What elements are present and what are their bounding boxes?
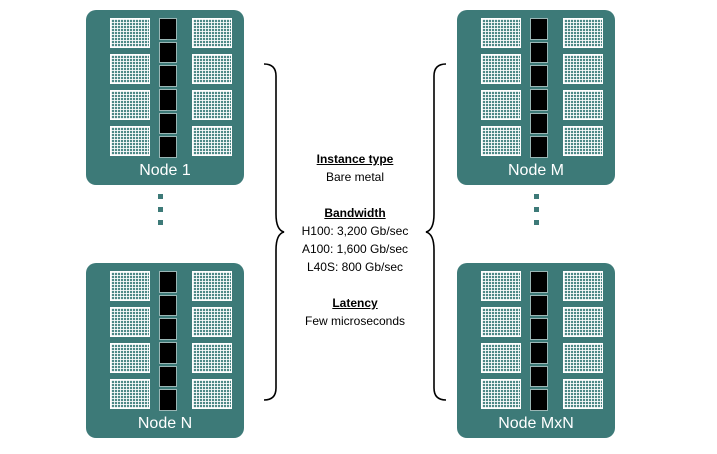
node-n: Node N xyxy=(86,263,244,438)
node-label: Node M xyxy=(507,162,565,179)
instance-type-value: Bare metal xyxy=(325,170,385,184)
node-m: Node M xyxy=(457,10,615,185)
node-1: Node 1 xyxy=(86,10,244,185)
node-label: Node 1 xyxy=(139,162,191,179)
bandwidth-h100: H100: 3,200 Gb/sec xyxy=(301,224,409,238)
ellipsis-right xyxy=(534,194,540,233)
bandwidth-l40s: L40S: 800 Gb/sec xyxy=(306,260,404,274)
node-label: Node N xyxy=(137,415,193,432)
ellipsis-left xyxy=(158,194,164,233)
gpu-column xyxy=(530,271,548,412)
interconnect-info: Instance type Bare metal Bandwidth H100:… xyxy=(280,150,430,330)
node-label: Node MxN xyxy=(498,415,574,432)
brace-right xyxy=(425,63,447,401)
bandwidth-header: Bandwidth xyxy=(324,206,386,220)
bandwidth-a100: A100: 1,600 Gb/sec xyxy=(301,242,409,256)
gpu-column xyxy=(159,18,177,159)
latency-value: Few microseconds xyxy=(304,314,406,328)
latency-header: Latency xyxy=(332,296,378,310)
node-mxn: Node MxN xyxy=(457,263,615,438)
gpu-column xyxy=(530,18,548,159)
instance-type-header: Instance type xyxy=(316,152,394,166)
brace-left xyxy=(263,63,285,401)
gpu-column xyxy=(159,271,177,412)
